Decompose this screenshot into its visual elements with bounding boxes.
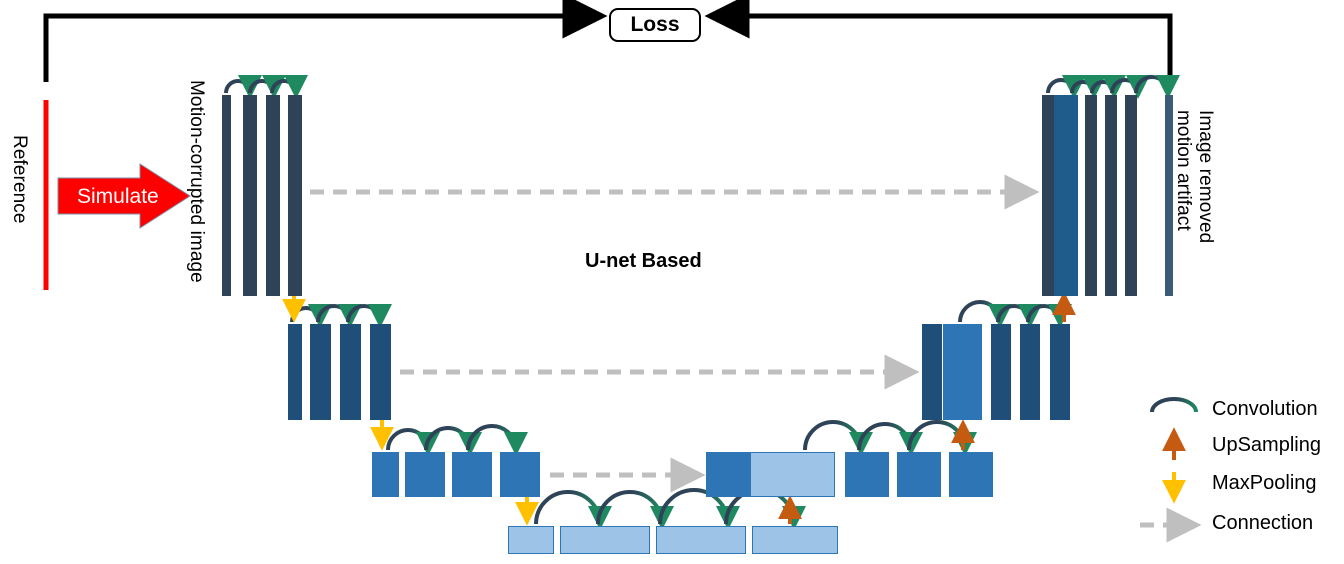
loss-feedback-path: [43, 0, 1173, 82]
feature-map-block-level-1-dec-5: [1125, 95, 1137, 296]
conv-arcs-level1-encoder: [224, 74, 308, 99]
feature-map-block-level-4-bottleneck-enc-1: [508, 526, 554, 554]
feature-map-block-level-2-enc-2: [310, 324, 331, 420]
conv-arcs-level2-encoder: [290, 303, 392, 328]
legend-label-connection: Connection: [1212, 512, 1314, 534]
loss-path-left: [43, 0, 608, 82]
feature-map-block-level-2-enc-4: [370, 324, 391, 420]
feature-map-block-level-1-dec-2: [1054, 95, 1078, 296]
loss-path-right: [704, 0, 1173, 82]
page-title: U-net Based: [585, 250, 702, 272]
feature-map-block-level-2-dec-4: [1020, 324, 1040, 420]
feature-map-block-level-3-enc-4: [500, 452, 540, 497]
feature-map-block-level-1-dec-3: [1085, 95, 1097, 296]
convolution-arc-icon: [1150, 397, 1198, 413]
feature-map-block-level-1-enc-2: [243, 95, 257, 296]
feature-map-block-level-4-bottleneck-enc-3: [656, 526, 746, 554]
feature-map-block-level-1-dec-6: [1165, 95, 1173, 296]
feature-map-block-level-2-dec-2: [943, 324, 982, 420]
feature-map-block-level-3-enc-2: [405, 452, 445, 497]
conv-arcs-level3-decoder: [803, 420, 977, 456]
feature-map-block-level-1-enc-4: [288, 95, 302, 296]
feature-map-block-level-3-dec-4: [897, 452, 941, 497]
feature-map-block-level-1-enc-1: [222, 95, 231, 296]
feature-map-block-level-4-bottleneck-enc-2: [560, 526, 650, 554]
conv-arcs-level3-encoder: [386, 424, 528, 456]
feature-map-block-level-3-dec-3: [845, 452, 889, 497]
feature-map-block-level-3-dec-2: [750, 452, 835, 497]
input-image-label: Motion-corrupted image: [186, 80, 207, 283]
legend-icons: [1140, 397, 1202, 543]
feature-map-block-level-2-enc-3: [340, 324, 361, 420]
simulate-label: Simulate: [77, 185, 159, 208]
conv-arcs-level1-decoder: [1046, 74, 1180, 99]
feature-map-block-level-2-dec-1: [922, 324, 942, 420]
feature-map-block-level-3-dec-1: [706, 452, 750, 497]
conv-arcs-level2-decoder: [958, 300, 1072, 328]
output-image-label-line1: Image removed: [1195, 110, 1216, 244]
legend-label-upsampling: UpSampling: [1212, 434, 1321, 456]
maxpooling-arrows: [282, 294, 539, 526]
output-image-label-line2: motion artifact: [1173, 110, 1194, 231]
feature-map-block-level-2-enc-1: [288, 324, 302, 420]
reference-label: Reference: [9, 135, 30, 224]
upsampling-arrows: [778, 291, 1076, 524]
feature-map-block-level-1-dec-4: [1105, 95, 1117, 296]
legend-label-maxpooling: MaxPooling: [1212, 472, 1317, 494]
simulate-arrow-shape: [57, 163, 191, 229]
feature-map-block-level-3-enc-1: [372, 452, 399, 497]
feature-map-block-level-2-dec-5: [1050, 324, 1070, 420]
feature-map-block-level-2-dec-3: [991, 324, 1011, 420]
skip-connections: [310, 174, 1040, 493]
feature-map-block-level-1-enc-3: [266, 95, 280, 296]
feature-map-block-level-1-dec-1: [1042, 95, 1054, 296]
feature-map-block-level-4-bottleneck-enc-4: [752, 526, 838, 554]
feature-map-block-level-3-dec-5: [949, 452, 993, 497]
legend-label-convolution: Convolution: [1212, 398, 1318, 420]
loss-box[interactable]: Loss: [609, 8, 701, 42]
feature-map-block-level-3-enc-3: [452, 452, 492, 497]
